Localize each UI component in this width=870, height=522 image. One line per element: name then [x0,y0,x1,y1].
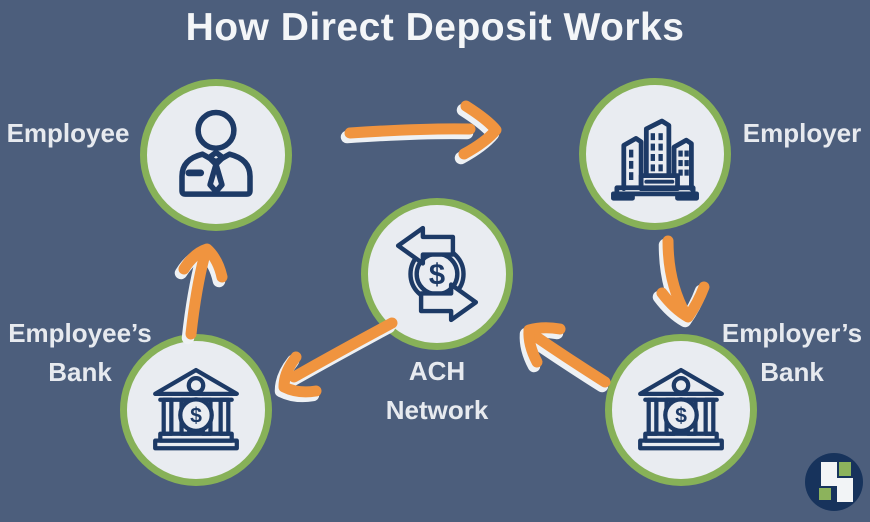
arrow-employers-bank-to-ach [519,322,611,393]
employees-bank-label: Employee’s Bank [8,318,152,387]
ach-network-label: ACH Network [385,356,489,425]
employers-bank-label: Employer’s Bank [721,318,863,387]
office-buildings-icon [611,118,699,201]
employees-bank-circle: $ [120,334,272,486]
arrow-employees-bank-to-employee [174,243,228,345]
employers-bank-circle: $ [605,334,757,486]
arrow-employer-to-employers-bank [652,235,710,328]
person-icon [179,109,253,197]
arrow-employee-to-employer [340,100,502,165]
bank-dollar-symbol: $ [190,404,202,428]
arrow-ach-to-employees-bank [274,317,398,403]
bank-dollar-symbol: $ [675,404,687,428]
bank-icon: $ [153,367,239,451]
brand-logo-icon [805,453,863,511]
employer-circle [579,78,731,230]
employee-label: Employee [6,118,130,148]
ach-dollar-symbol: $ [429,260,445,292]
bank-icon: $ [638,367,724,451]
page-title: How Direct Deposit Works [185,6,685,49]
employer-label: Employer [742,118,862,148]
money-transfer-icon: $ [395,225,479,323]
employee-circle [140,79,292,231]
